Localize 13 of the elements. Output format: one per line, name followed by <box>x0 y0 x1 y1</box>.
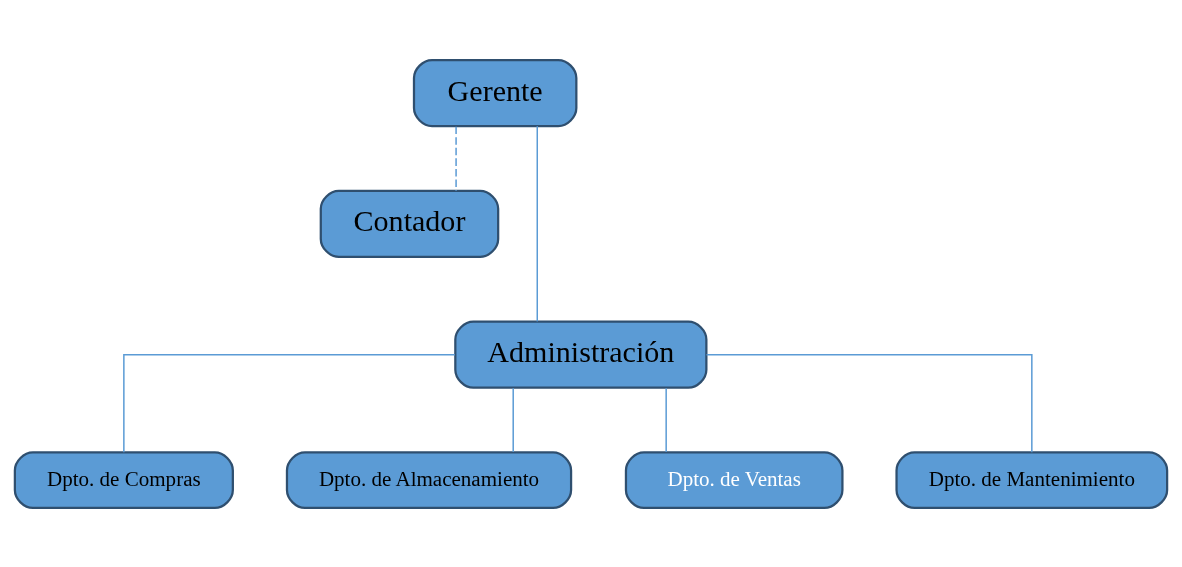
connector <box>455 125 457 191</box>
node-box: Dpto. de Almacenamiento <box>285 450 573 509</box>
node-box: Dpto. de Compras <box>13 450 234 509</box>
node-box: Dpto. de Ventas <box>624 450 844 509</box>
node-box: Gerente <box>412 58 578 127</box>
connector <box>123 353 456 453</box>
node-box: Contador <box>319 189 500 258</box>
node-box: Administración <box>454 319 708 389</box>
connector <box>536 124 538 322</box>
connector <box>665 387 667 453</box>
connector <box>705 353 1033 453</box>
connector <box>512 387 514 453</box>
node-box: Dpto. de Mantenimiento <box>895 450 1169 509</box>
